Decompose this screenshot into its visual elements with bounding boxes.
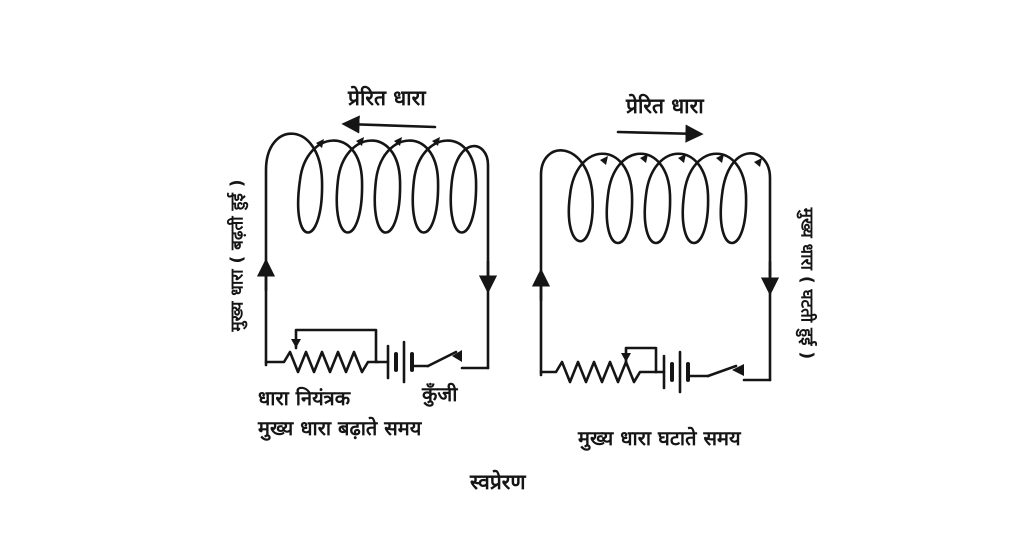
left-induced-current-label: प्रेरित धारा	[348, 86, 426, 110]
right-rheostat-slider	[624, 346, 658, 374]
right-circuit	[531, 124, 780, 394]
right-rheostat	[539, 360, 658, 384]
left-rheostat	[264, 350, 380, 374]
right-main-current-label: मुख्य धारा ( घटती हुई )	[796, 207, 817, 360]
left-rheostat-label: धारा नियंत्रक	[258, 386, 351, 410]
right-caption: मुख्य धारा घटाते समय	[578, 426, 741, 450]
figure-caption: स्वप्रेरण	[470, 470, 526, 494]
left-main-current-label: मुख्य धारा ( बढ़ती हुई )	[227, 179, 248, 332]
left-induced-current-arrow	[341, 115, 437, 134]
right-induced-current-arrow	[616, 124, 704, 143]
right-induced-current-label: प्रेरित धारा	[626, 94, 704, 118]
left-key-switch	[426, 350, 490, 370]
left-coil	[264, 132, 490, 264]
left-key-label: कुँजी	[422, 382, 458, 406]
left-circuit	[256, 115, 498, 384]
right-key-switch	[706, 364, 772, 382]
right-battery	[654, 350, 710, 394]
right-coil	[539, 149, 772, 280]
left-caption: मुख्य धारा बढ़ाते समय	[258, 416, 422, 440]
left-battery	[376, 340, 430, 384]
